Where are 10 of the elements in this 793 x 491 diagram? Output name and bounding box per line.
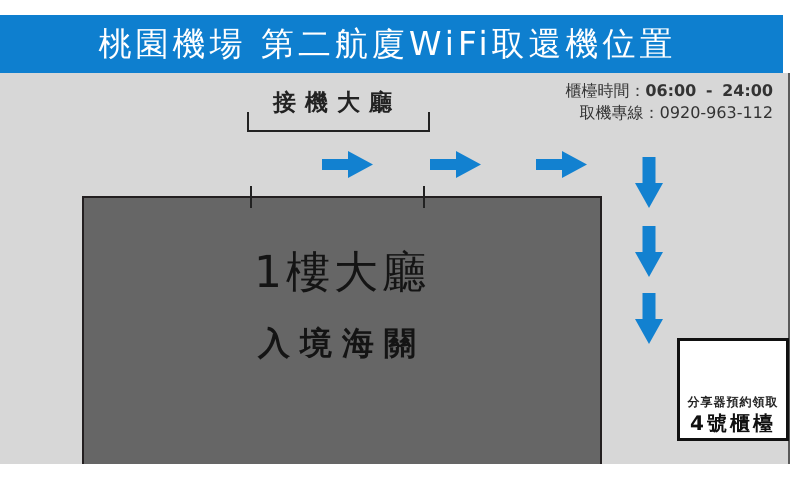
counter-note: 分享器預約領取 (688, 395, 778, 410)
info-text: 取機專線：0920-963-112 (580, 103, 773, 122)
info-text: 櫃檯時間：06:00 - 24:00 (565, 81, 773, 100)
area-subtitle: 入境海關 (258, 324, 426, 362)
counter-box (677, 338, 789, 441)
section-label: 接機大廳 (273, 90, 401, 118)
title: 桃園機場 第二航廈WiFi取還機位置 (98, 24, 677, 64)
counter-label: 4號櫃檯 (690, 411, 776, 436)
area-title: 1樓大廳 (254, 247, 430, 300)
hall-area (82, 196, 602, 464)
